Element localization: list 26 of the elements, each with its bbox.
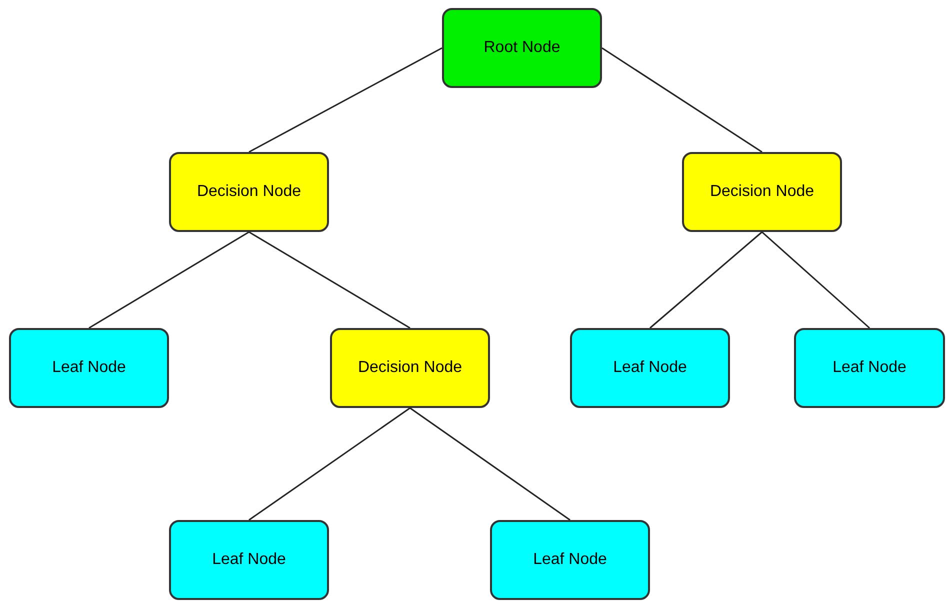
leaf-node-box xyxy=(9,328,169,408)
connector-line xyxy=(602,47,762,153)
connector-line xyxy=(248,47,442,153)
node-label: Decision Node xyxy=(710,183,814,201)
leaf-node-box xyxy=(794,328,945,408)
leaf-node-box xyxy=(490,520,650,600)
node-label: Decision Node xyxy=(358,359,462,377)
connector-line xyxy=(650,231,762,329)
leaf-node-box xyxy=(570,328,730,408)
connector-line xyxy=(248,231,410,329)
connector-line xyxy=(410,407,570,521)
leaf-node-box xyxy=(169,520,329,600)
decision-node-box xyxy=(169,152,329,232)
connector-line xyxy=(88,231,250,329)
connector-line xyxy=(762,231,870,329)
node-label: Leaf Node xyxy=(613,359,687,377)
connector-line xyxy=(248,407,410,521)
node-label: Leaf Node xyxy=(212,551,286,569)
node-label: Leaf Node xyxy=(52,359,126,377)
node-label: Leaf Node xyxy=(533,551,607,569)
node-label: Decision Node xyxy=(196,183,302,201)
node-label: Leaf Node xyxy=(832,359,906,377)
decision-node-box xyxy=(330,328,490,408)
node-label: Root Node xyxy=(484,39,560,57)
root-node-box xyxy=(442,8,602,88)
decision-node-box xyxy=(682,152,842,232)
